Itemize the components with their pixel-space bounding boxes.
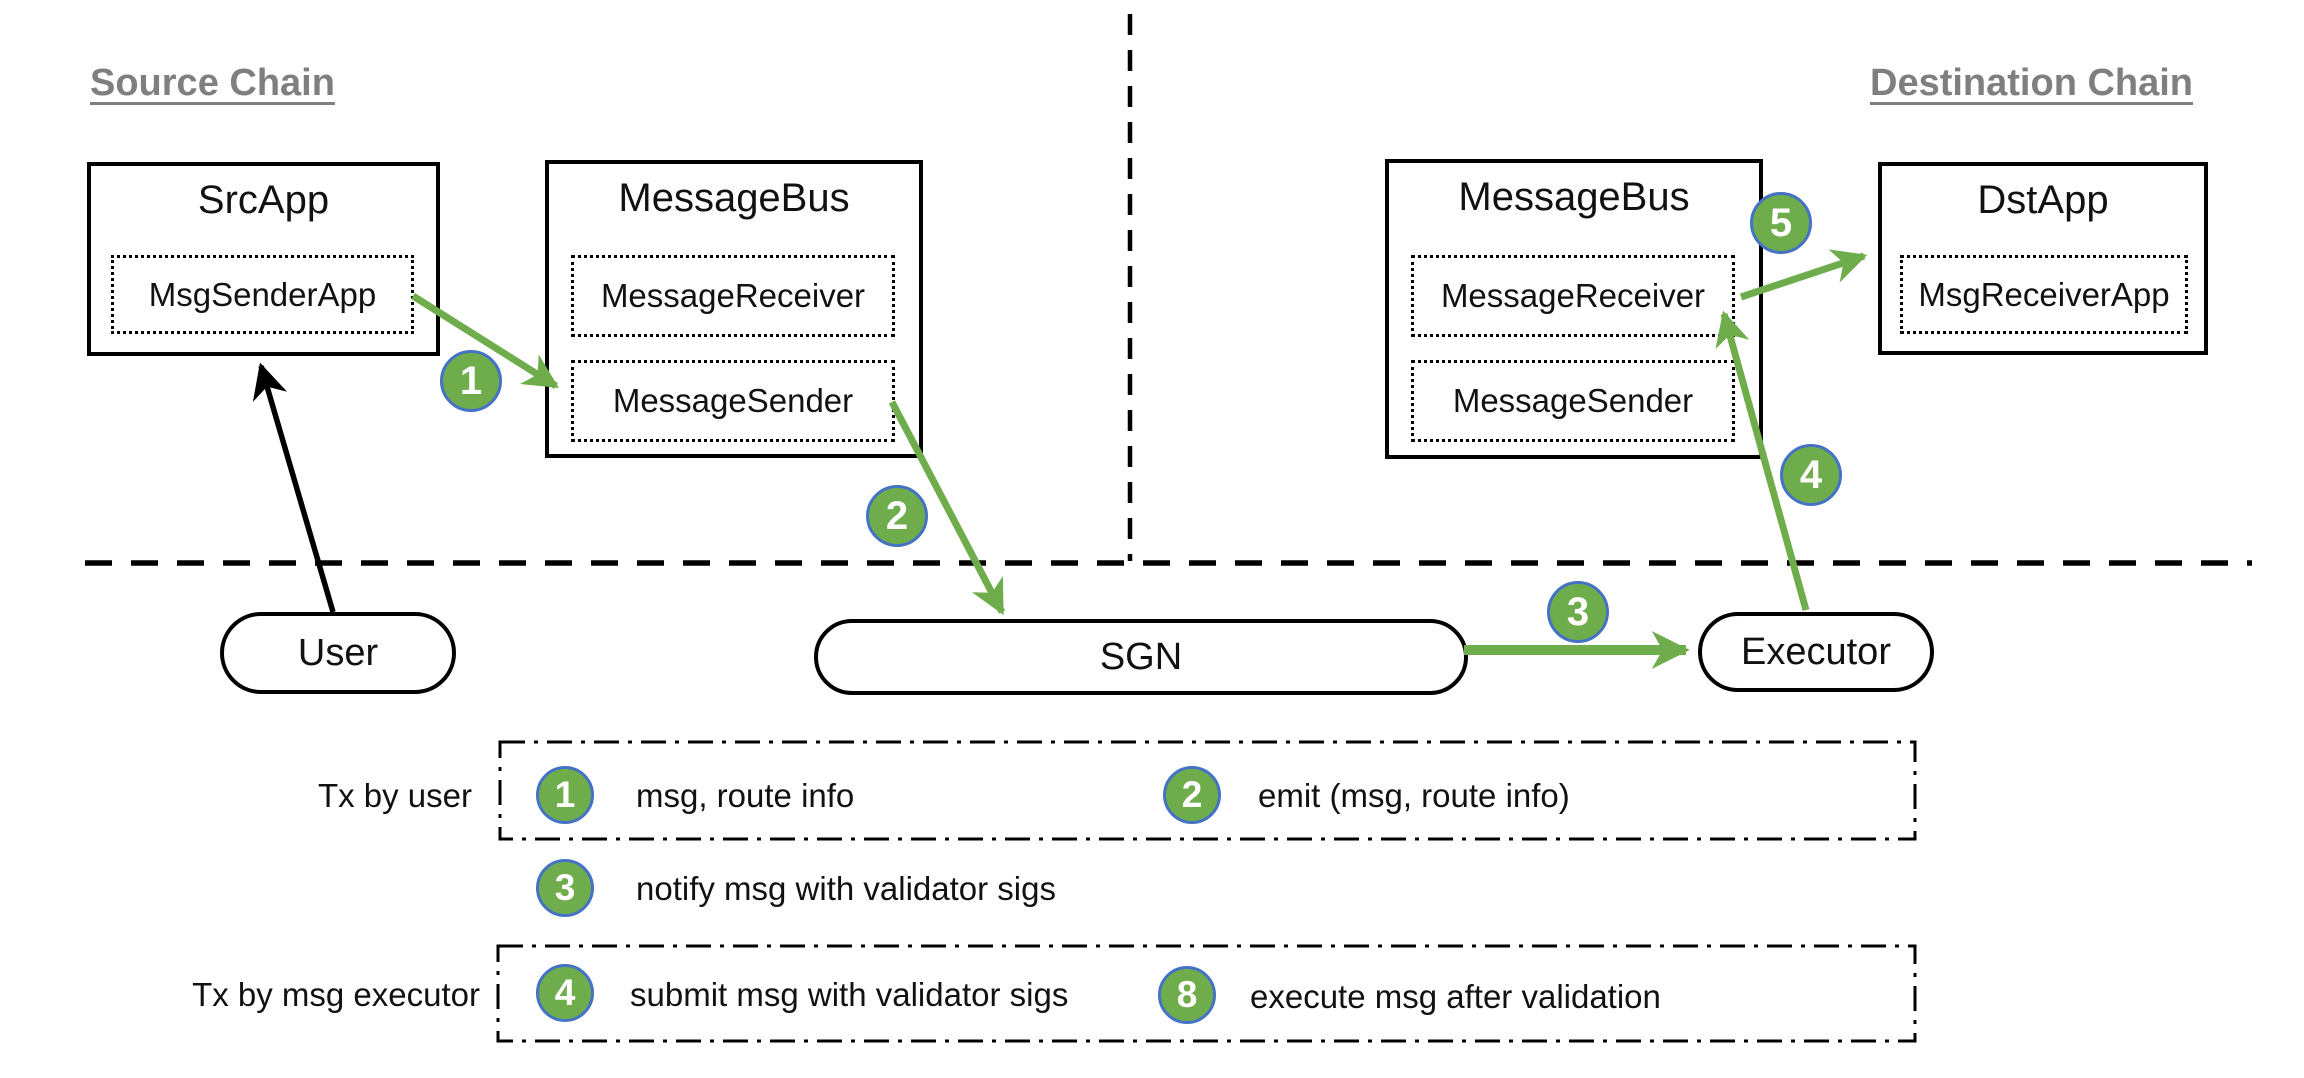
msg-sender-app-box: MsgSenderApp (111, 255, 414, 334)
legend-badge-3: 3 (536, 859, 594, 917)
legend-text-8: execute msg after validation (1250, 978, 1661, 1015)
message-sender-dst-box: MessageSender (1411, 360, 1735, 442)
message-bus-dst-box: MessageBus MessageReceiver MessageSender (1385, 159, 1763, 459)
legend-badge-1: 1 (536, 766, 594, 824)
dst-app-title: DstApp (1977, 178, 2109, 222)
src-app-box: SrcApp MsgSenderApp (87, 162, 440, 356)
arrow-user-to-srcapp (252, 362, 336, 613)
user-node: User (220, 612, 456, 694)
message-receiver-dst-box: MessageReceiver (1411, 255, 1735, 337)
step-badge-2: 2 (866, 485, 928, 547)
step-badge-1: 1 (440, 350, 502, 412)
sgn-node: SGN (814, 619, 1468, 695)
destination-chain-heading: Destination Chain (1870, 62, 2194, 104)
message-sender-src-box: MessageSender (571, 360, 895, 442)
legend-label-tx-by-executor: Tx by msg executor (192, 976, 480, 1013)
message-bus-src-title: MessageBus (618, 176, 850, 220)
dst-app-box: DstApp MsgReceiverApp (1878, 162, 2208, 355)
source-chain-heading: Source Chain (90, 62, 335, 104)
step-badge-3: 3 (1547, 581, 1609, 643)
legend-text-1: msg, route info (636, 777, 855, 814)
message-receiver-src-box: MessageReceiver (571, 255, 895, 337)
legend-badge-4: 4 (536, 964, 594, 1022)
legend-text-3: notify msg with validator sigs (636, 870, 1056, 907)
legend-text-2: emit (msg, route info) (1258, 777, 1570, 814)
step-badge-5: 5 (1750, 192, 1812, 254)
executor-node: Executor (1698, 612, 1934, 692)
message-bus-dst-title: MessageBus (1458, 175, 1690, 219)
src-app-title: SrcApp (197, 178, 330, 222)
message-bus-src-box: MessageBus MessageReceiver MessageSender (545, 160, 923, 458)
legend-badge-2: 2 (1163, 766, 1221, 824)
legend-badge-8: 8 (1158, 966, 1216, 1024)
step-badge-4: 4 (1780, 444, 1842, 506)
legend-text-4: submit msg with validator sigs (630, 976, 1069, 1013)
legend-label-tx-by-user: Tx by user (317, 777, 472, 814)
msg-receiver-app-box: MsgReceiverApp (1900, 255, 2188, 334)
